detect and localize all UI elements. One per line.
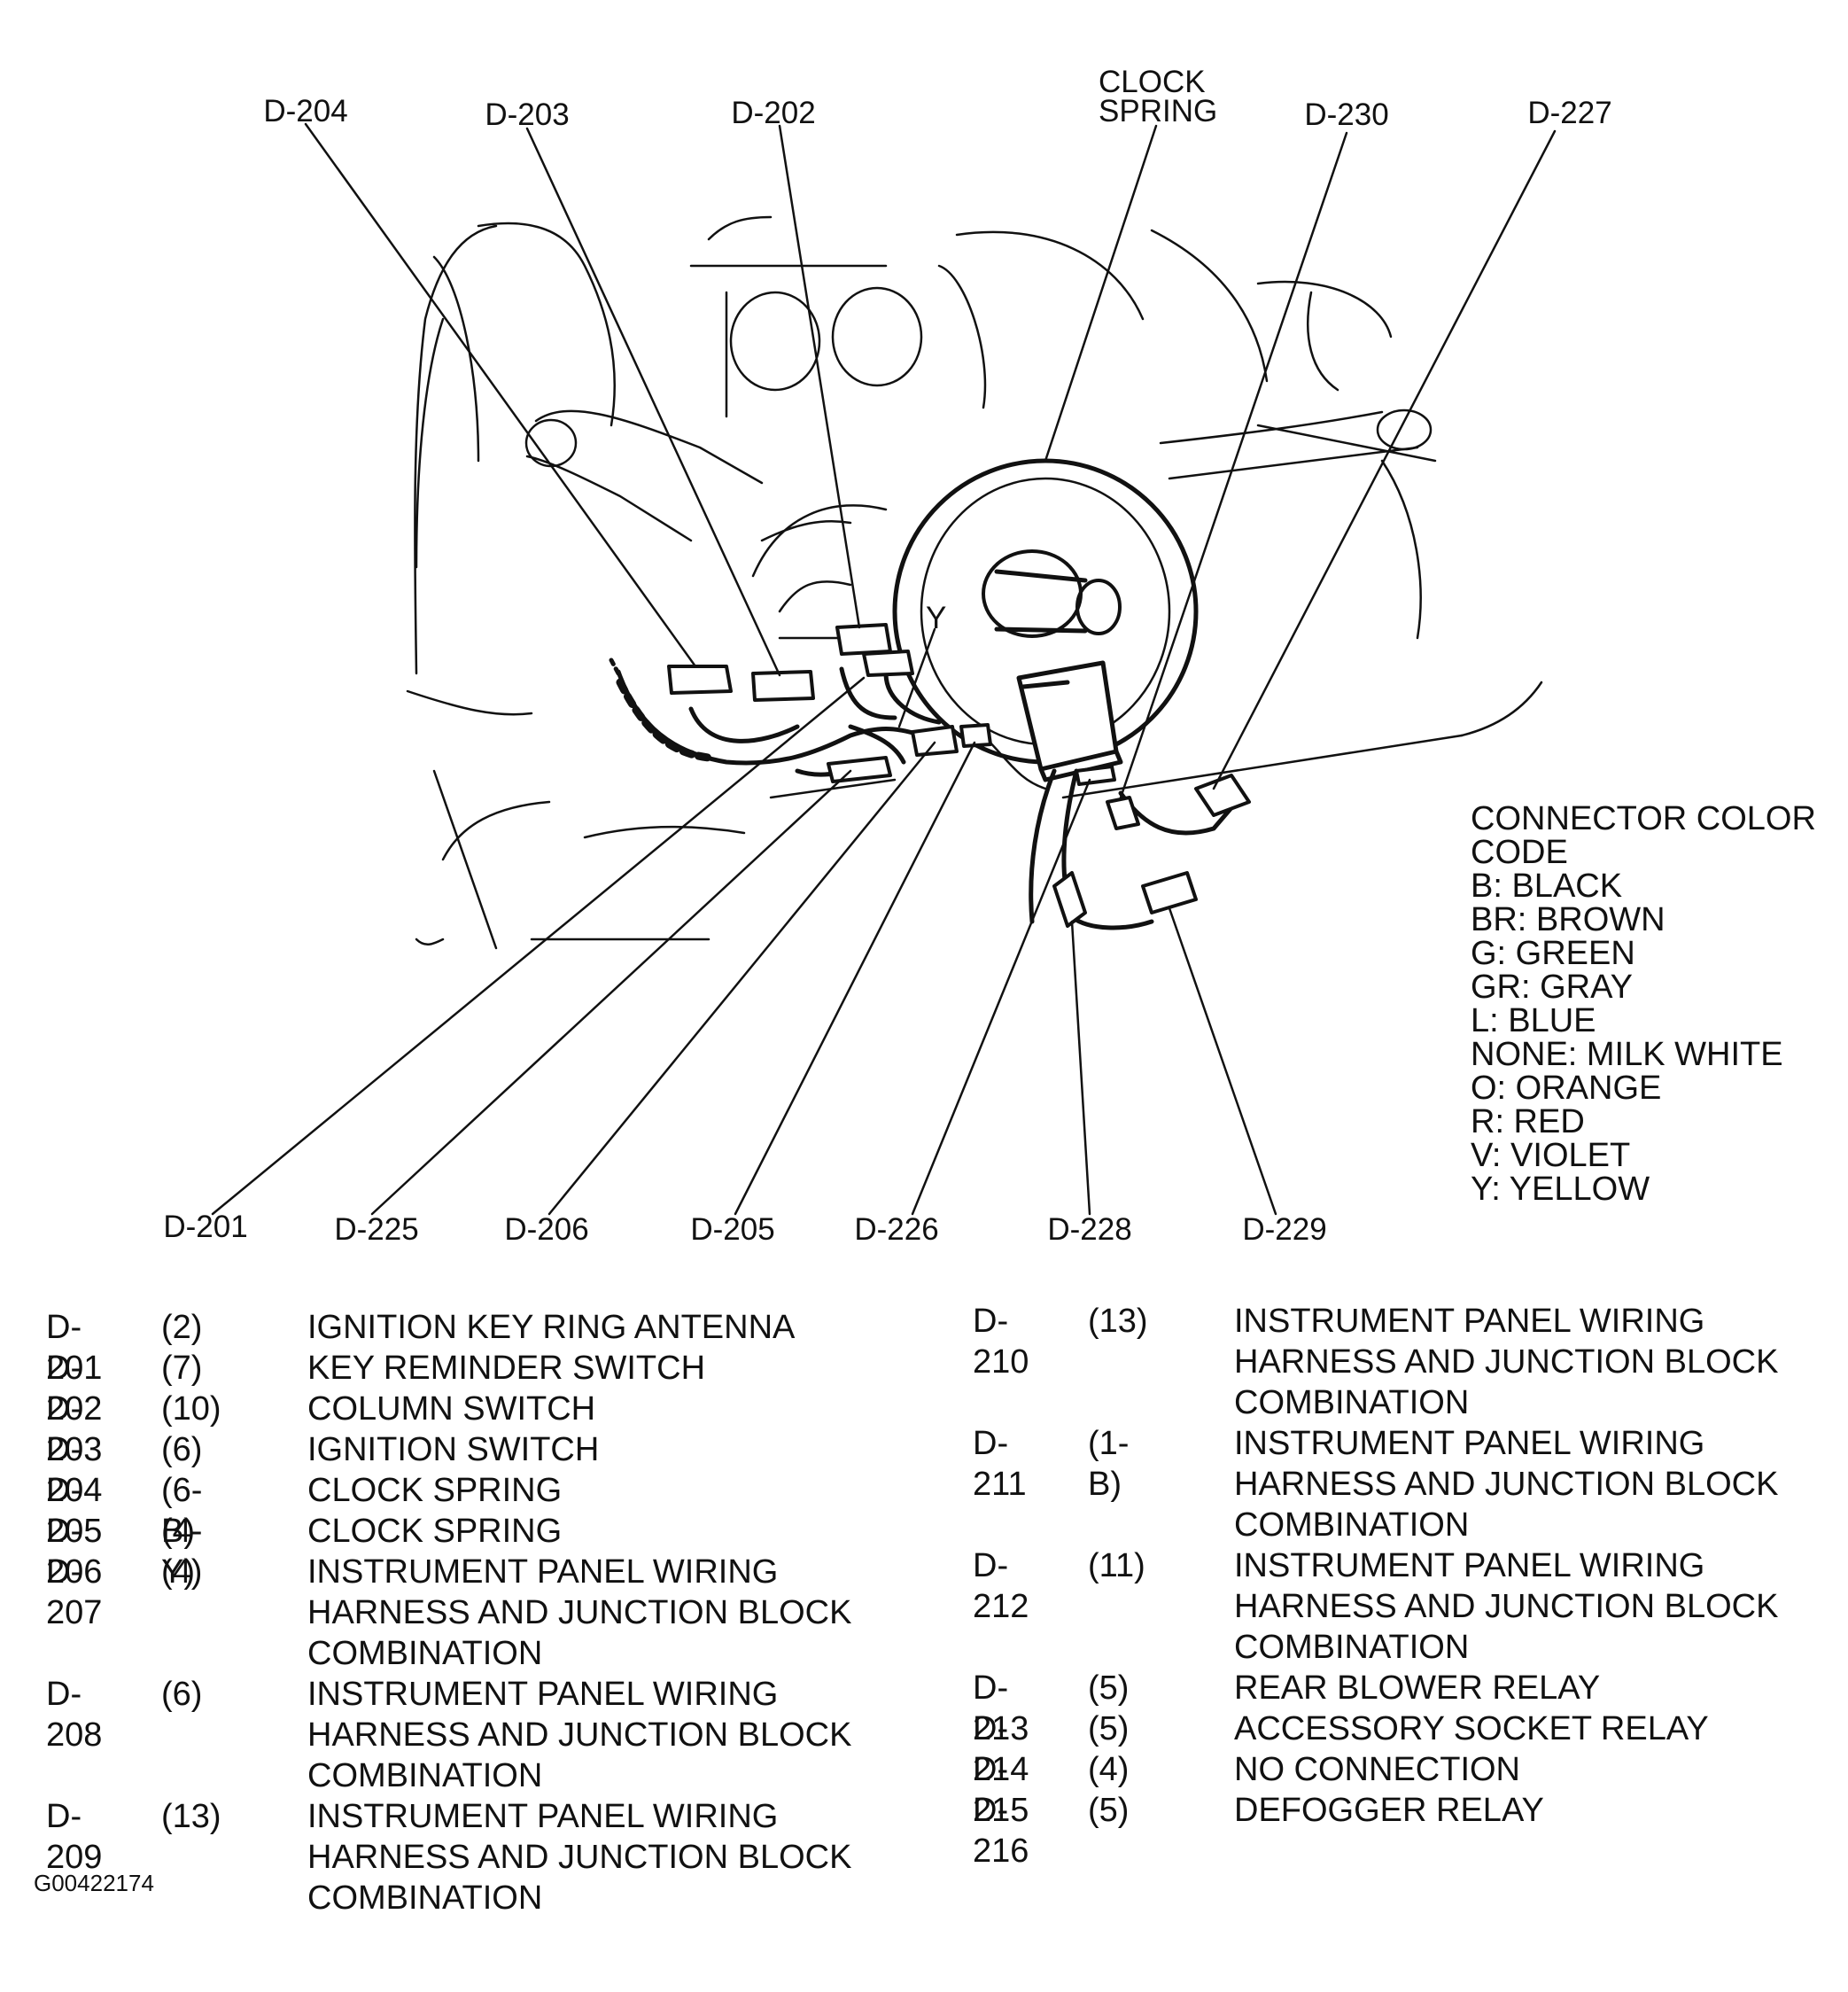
connector-description: INSTRUMENT PANEL WIRING HARNESS AND JUNC… bbox=[307, 1676, 852, 1794]
connector-description: INSTRUMENT PANEL WIRING HARNESS AND JUNC… bbox=[307, 1553, 852, 1672]
color-code-entry: R: RED bbox=[1471, 1103, 1585, 1140]
connector-description: ACCESSORY SOCKET RELAY bbox=[1234, 1710, 1709, 1747]
color-code-entry: O: ORANGE bbox=[1471, 1070, 1662, 1107]
connector-id: D-206 bbox=[46, 1513, 103, 1591]
connector-id: D-211 bbox=[973, 1425, 1027, 1503]
connector-description: INSTRUMENT PANEL WIRING HARNESS AND JUNC… bbox=[1234, 1303, 1779, 1421]
connector-pin-count: (7) bbox=[161, 1350, 203, 1387]
connector-pin-count: (6-B) bbox=[161, 1472, 203, 1550]
connector-id: D-215 bbox=[973, 1751, 1029, 1829]
callout-d203: D-203 bbox=[485, 97, 570, 132]
color-code-entry: Y: YELLOW bbox=[1471, 1171, 1650, 1208]
connector-id: D-201 bbox=[46, 1309, 103, 1387]
callout-d225: D-225 bbox=[334, 1212, 419, 1247]
connector-description: KEY REMINDER SWITCH bbox=[307, 1350, 706, 1387]
connector-pin-count: (5) bbox=[1088, 1792, 1130, 1829]
connector-description: NO CONNECTION bbox=[1234, 1751, 1520, 1788]
connector-id: D-205 bbox=[46, 1472, 103, 1550]
connector-pin-count: (13) bbox=[1088, 1303, 1148, 1340]
connector-description: COLUMN SWITCH bbox=[307, 1390, 596, 1428]
callout-clock-spring-line1: CLOCK bbox=[1099, 65, 1206, 99]
connector-pin-count: (10) bbox=[161, 1390, 221, 1428]
callout-d202: D-202 bbox=[731, 96, 816, 130]
connector-id: D-202 bbox=[46, 1350, 103, 1428]
callout-d229: D-229 bbox=[1242, 1212, 1327, 1247]
leader-lines bbox=[211, 122, 1557, 1216]
connector-pin-count: (13) bbox=[161, 1798, 221, 1835]
connector-description: INSTRUMENT PANEL WIRING HARNESS AND JUNC… bbox=[1234, 1425, 1779, 1544]
connector-id: D-216 bbox=[973, 1792, 1029, 1870]
connector-blocks bbox=[667, 623, 1251, 928]
connector-description: REAR BLOWER RELAY bbox=[1234, 1669, 1601, 1707]
callout-d226: D-226 bbox=[854, 1212, 939, 1247]
connector-description: DEFOGGER RELAY bbox=[1234, 1792, 1544, 1829]
connector-description: INSTRUMENT PANEL WIRING HARNESS AND JUNC… bbox=[307, 1798, 852, 1917]
color-code-entry: B: BLACK bbox=[1471, 868, 1623, 905]
callout-clock-spring-line2: SPRING bbox=[1099, 94, 1218, 128]
connector-id: D-204 bbox=[46, 1431, 103, 1509]
connector-id: D-207 bbox=[46, 1553, 103, 1631]
connector-description: INSTRUMENT PANEL WIRING HARNESS AND JUNC… bbox=[1234, 1547, 1779, 1666]
connector-description: CLOCK SPRING bbox=[307, 1472, 563, 1509]
color-code-title-line2: CODE bbox=[1471, 834, 1568, 871]
connector-id: D-214 bbox=[973, 1710, 1029, 1788]
connector-description: IGNITION SWITCH bbox=[307, 1431, 600, 1468]
color-code-entry: L: BLUE bbox=[1471, 1002, 1596, 1039]
connector-description: IGNITION KEY RING ANTENNA bbox=[307, 1309, 796, 1346]
color-code-entry: G: GREEN bbox=[1471, 935, 1635, 972]
callout-d227: D-227 bbox=[1527, 96, 1612, 130]
connector-pin-count: (4) bbox=[1088, 1751, 1130, 1788]
connector-pin-count: (2) bbox=[161, 1309, 203, 1346]
connector-pin-count: (1-B) bbox=[1088, 1425, 1130, 1503]
figure-id: G00422174 bbox=[34, 1870, 154, 1896]
dashboard-outline bbox=[406, 215, 1543, 950]
clock-spring-body bbox=[892, 458, 1199, 782]
callout-d205: D-205 bbox=[690, 1212, 775, 1247]
color-code-entry: GR: GRAY bbox=[1471, 969, 1633, 1006]
callout-y-mark: Y bbox=[926, 601, 947, 635]
connector-pin-count: (6) bbox=[161, 1676, 203, 1713]
connector-pin-count: (4-Y) bbox=[161, 1513, 203, 1591]
callout-d228: D-228 bbox=[1047, 1212, 1132, 1247]
connector-id: D-208 bbox=[46, 1676, 103, 1754]
connector-id: D-210 bbox=[973, 1303, 1029, 1381]
connector-description: CLOCK SPRING bbox=[307, 1513, 563, 1550]
connector-pin-count: (6) bbox=[161, 1431, 203, 1468]
callout-d230: D-230 bbox=[1304, 97, 1389, 132]
callout-d201: D-201 bbox=[163, 1210, 248, 1244]
connector-pin-count: (5) bbox=[1088, 1669, 1130, 1707]
color-code-title-line1: CONNECTOR COLOR bbox=[1471, 800, 1816, 837]
callout-d204: D-204 bbox=[263, 94, 348, 128]
connector-id: D-212 bbox=[973, 1547, 1029, 1625]
steering-column-drawing bbox=[211, 122, 1557, 1216]
connector-pin-count: (4) bbox=[161, 1553, 203, 1591]
color-code-entry: NONE: MILK WHITE bbox=[1471, 1036, 1783, 1073]
color-code-entry: V: VIOLET bbox=[1471, 1137, 1631, 1174]
connector-id: D-213 bbox=[973, 1669, 1029, 1747]
color-code-entry: BR: BROWN bbox=[1471, 901, 1666, 938]
connector-id: D-203 bbox=[46, 1390, 103, 1468]
callout-d206: D-206 bbox=[504, 1212, 589, 1247]
connector-id: D-209 bbox=[46, 1798, 103, 1876]
connector-pin-count: (11) bbox=[1088, 1547, 1145, 1584]
connector-pin-count: (5) bbox=[1088, 1710, 1130, 1747]
